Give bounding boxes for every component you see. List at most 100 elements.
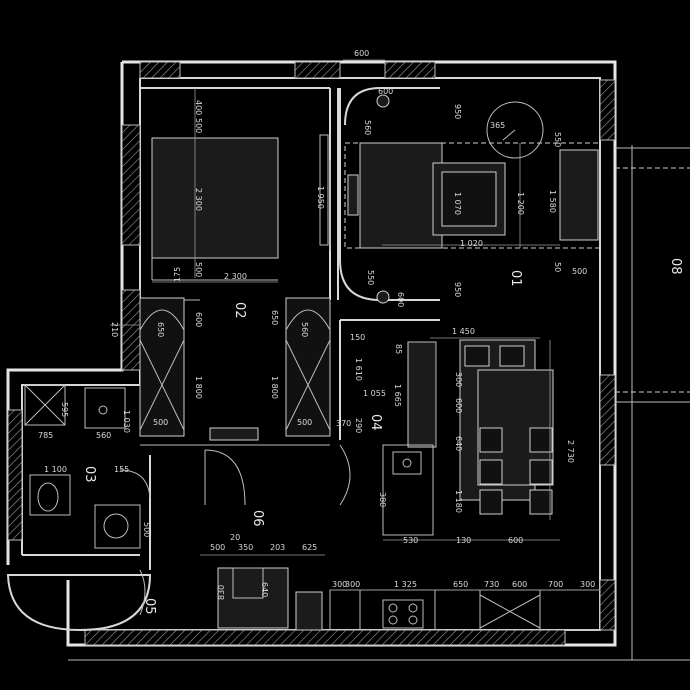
dim-label: 365 bbox=[490, 121, 505, 130]
dim-label: 50 bbox=[553, 262, 562, 272]
dim-label: 1 580 bbox=[548, 190, 557, 213]
dim-label: 550 bbox=[366, 270, 375, 285]
dim-label: 595 bbox=[60, 402, 69, 417]
sofa-left bbox=[359, 142, 443, 249]
dim-label: 560 bbox=[96, 431, 111, 440]
dim-label: 1 055 bbox=[363, 389, 386, 398]
dim-label: 1 200 bbox=[516, 192, 525, 215]
dim-label: 85 bbox=[394, 344, 403, 354]
wall-hatch-bath bbox=[7, 409, 23, 541]
room-label-08: 08 bbox=[668, 258, 683, 275]
shower bbox=[24, 384, 66, 426]
dim-label: 600 bbox=[512, 580, 527, 589]
dim-label: 203 bbox=[270, 543, 285, 552]
tv-unit bbox=[559, 149, 599, 241]
toilet bbox=[37, 482, 59, 512]
dim-label: 500 bbox=[572, 267, 587, 276]
rug bbox=[344, 142, 601, 249]
dim-label: 150 bbox=[350, 333, 365, 342]
dim-label: 175 bbox=[173, 267, 182, 282]
dim-label: 500 bbox=[142, 522, 151, 537]
dimension-lines bbox=[110, 59, 600, 591]
dim-label: 1 100 bbox=[44, 465, 67, 474]
dim-label: 500 bbox=[194, 118, 203, 133]
living-room-01 bbox=[339, 87, 601, 304]
dim-label: 600 bbox=[378, 87, 393, 96]
round-table bbox=[486, 101, 544, 159]
kitchen-row bbox=[329, 589, 601, 631]
wall-hatch-right bbox=[599, 374, 616, 466]
dim-label: 950 bbox=[453, 104, 462, 119]
dim-label: 600 bbox=[396, 292, 405, 307]
wall-hatch-top-3 bbox=[139, 61, 181, 79]
wardrobe-right bbox=[285, 297, 331, 437]
dim-label: 350 bbox=[238, 543, 253, 552]
hall-06 bbox=[204, 444, 351, 631]
wall-hatch-left bbox=[121, 124, 141, 246]
kitchen-dining-04 bbox=[382, 339, 554, 536]
dim-label: 300 bbox=[580, 580, 595, 589]
dim-label: 1 180 bbox=[454, 490, 463, 513]
wardrobe-left bbox=[139, 297, 185, 437]
dim-label: 1 610 bbox=[354, 358, 363, 381]
dim-label: 500 bbox=[297, 418, 312, 427]
dim-label: 600 bbox=[508, 536, 523, 545]
wall-hatch-top-2 bbox=[384, 61, 436, 79]
dim-label: 1 450 bbox=[452, 327, 475, 336]
dim-label: 1 020 bbox=[460, 239, 483, 248]
dim-label: 500 bbox=[153, 418, 168, 427]
dim-label: 2 730 bbox=[566, 440, 575, 463]
dim-label: 370 bbox=[336, 419, 351, 428]
kitchen-island bbox=[407, 341, 437, 448]
dim-label: 1 030 bbox=[122, 410, 131, 433]
room-label-06: 06 bbox=[250, 510, 265, 527]
dim-label: 550 bbox=[553, 132, 562, 147]
dim-label: 785 bbox=[38, 431, 53, 440]
room-label-02: 02 bbox=[232, 302, 247, 319]
dim-label: 950 bbox=[453, 282, 462, 297]
dim-label: 2 300 bbox=[224, 272, 247, 281]
dim-label: 500 bbox=[194, 262, 203, 277]
outer-walls bbox=[6, 60, 690, 661]
dim-label: 640 bbox=[260, 582, 269, 597]
dim-label: 600 bbox=[194, 312, 203, 327]
dim-label: 560 bbox=[300, 322, 309, 337]
dim-label: 530 bbox=[403, 536, 418, 545]
dim-label: 600 bbox=[454, 398, 463, 413]
lamp-bottom bbox=[376, 290, 390, 304]
dim-label: 700 bbox=[548, 580, 563, 589]
sink-counter bbox=[382, 444, 434, 536]
room-label-01: 01 bbox=[508, 270, 523, 287]
bathroom-03 bbox=[24, 384, 151, 549]
radiator bbox=[209, 427, 259, 441]
room-label-05: 05 bbox=[142, 598, 157, 615]
dimension-labels: 600 400 500 2 300 500 2 300 175 1 950 60… bbox=[38, 49, 595, 600]
dim-label: 625 bbox=[302, 543, 317, 552]
dim-label: 300 bbox=[332, 580, 347, 589]
wall-hatch-right-top bbox=[599, 79, 616, 141]
dim-label: 1 950 bbox=[316, 186, 325, 209]
cooktop bbox=[382, 599, 424, 629]
dim-label: 560 bbox=[363, 120, 372, 135]
dim-label: 380 bbox=[378, 492, 387, 507]
dim-label: 400 bbox=[194, 100, 203, 115]
dim-label: 500 bbox=[210, 543, 225, 552]
dim-label: 2 300 bbox=[194, 188, 203, 211]
washbasin bbox=[84, 387, 126, 429]
wardrobe-hall bbox=[295, 591, 323, 631]
dim-label: 300 bbox=[345, 580, 360, 589]
lamp-top bbox=[376, 94, 390, 108]
dim-label: 730 bbox=[484, 580, 499, 589]
bed-room-02 bbox=[139, 134, 331, 441]
dim-label: 600 bbox=[354, 49, 369, 58]
bed bbox=[151, 137, 279, 259]
dim-label: 1 665 bbox=[393, 384, 402, 407]
wall-hatch-bottom bbox=[84, 629, 566, 646]
dim-label: 650 bbox=[453, 580, 468, 589]
room-label-04: 04 bbox=[368, 414, 383, 431]
dim-label: 300 bbox=[454, 372, 463, 387]
dim-label: 650 bbox=[270, 310, 279, 325]
wall-hatch-top-1 bbox=[294, 61, 341, 79]
